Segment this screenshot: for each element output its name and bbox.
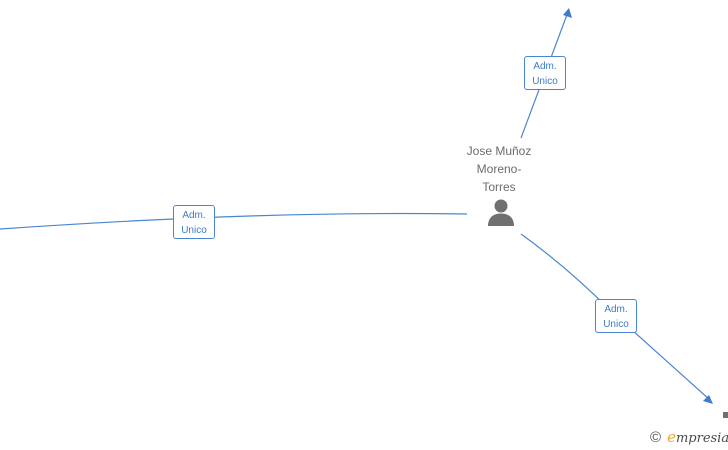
- edge-label-down-right-line1: Adm.: [604, 304, 628, 315]
- edge-label-left-line1: Adm.: [182, 210, 206, 221]
- edge-label-down-right-line2: Unico: [603, 319, 629, 330]
- edge-left-line: [0, 212, 468, 230]
- person-name-line-2: Moreno-: [476, 162, 522, 176]
- person-node-name[interactable]: Jose Muñoz Moreno- Torres: [455, 142, 543, 196]
- edge-label-left-line2: Unico: [181, 225, 207, 236]
- edge-label-up-line2: Unico: [532, 76, 558, 87]
- brand-logo-text: mpresia: [675, 431, 728, 446]
- edge-down-right-arrowhead: [703, 395, 713, 404]
- person-icon[interactable]: [486, 198, 516, 226]
- edge-label-up-line1: Adm.: [533, 61, 557, 72]
- person-name-line-1: Jose Muñoz: [466, 144, 532, 158]
- brand-logo-letter: e: [667, 428, 676, 446]
- offpage-node-icon[interactable]: [722, 410, 728, 420]
- edge-label-left[interactable]: Adm. Unico: [173, 205, 215, 239]
- copyright-symbol: ©: [650, 429, 662, 446]
- person-name-line-3: Torres: [482, 180, 516, 194]
- edge-label-up[interactable]: Adm. Unico: [524, 56, 566, 90]
- empresia-watermark: © empresia: [650, 428, 728, 446]
- edge-up-arrowhead: [563, 8, 572, 18]
- edge-label-down-right[interactable]: Adm. Unico: [595, 299, 637, 333]
